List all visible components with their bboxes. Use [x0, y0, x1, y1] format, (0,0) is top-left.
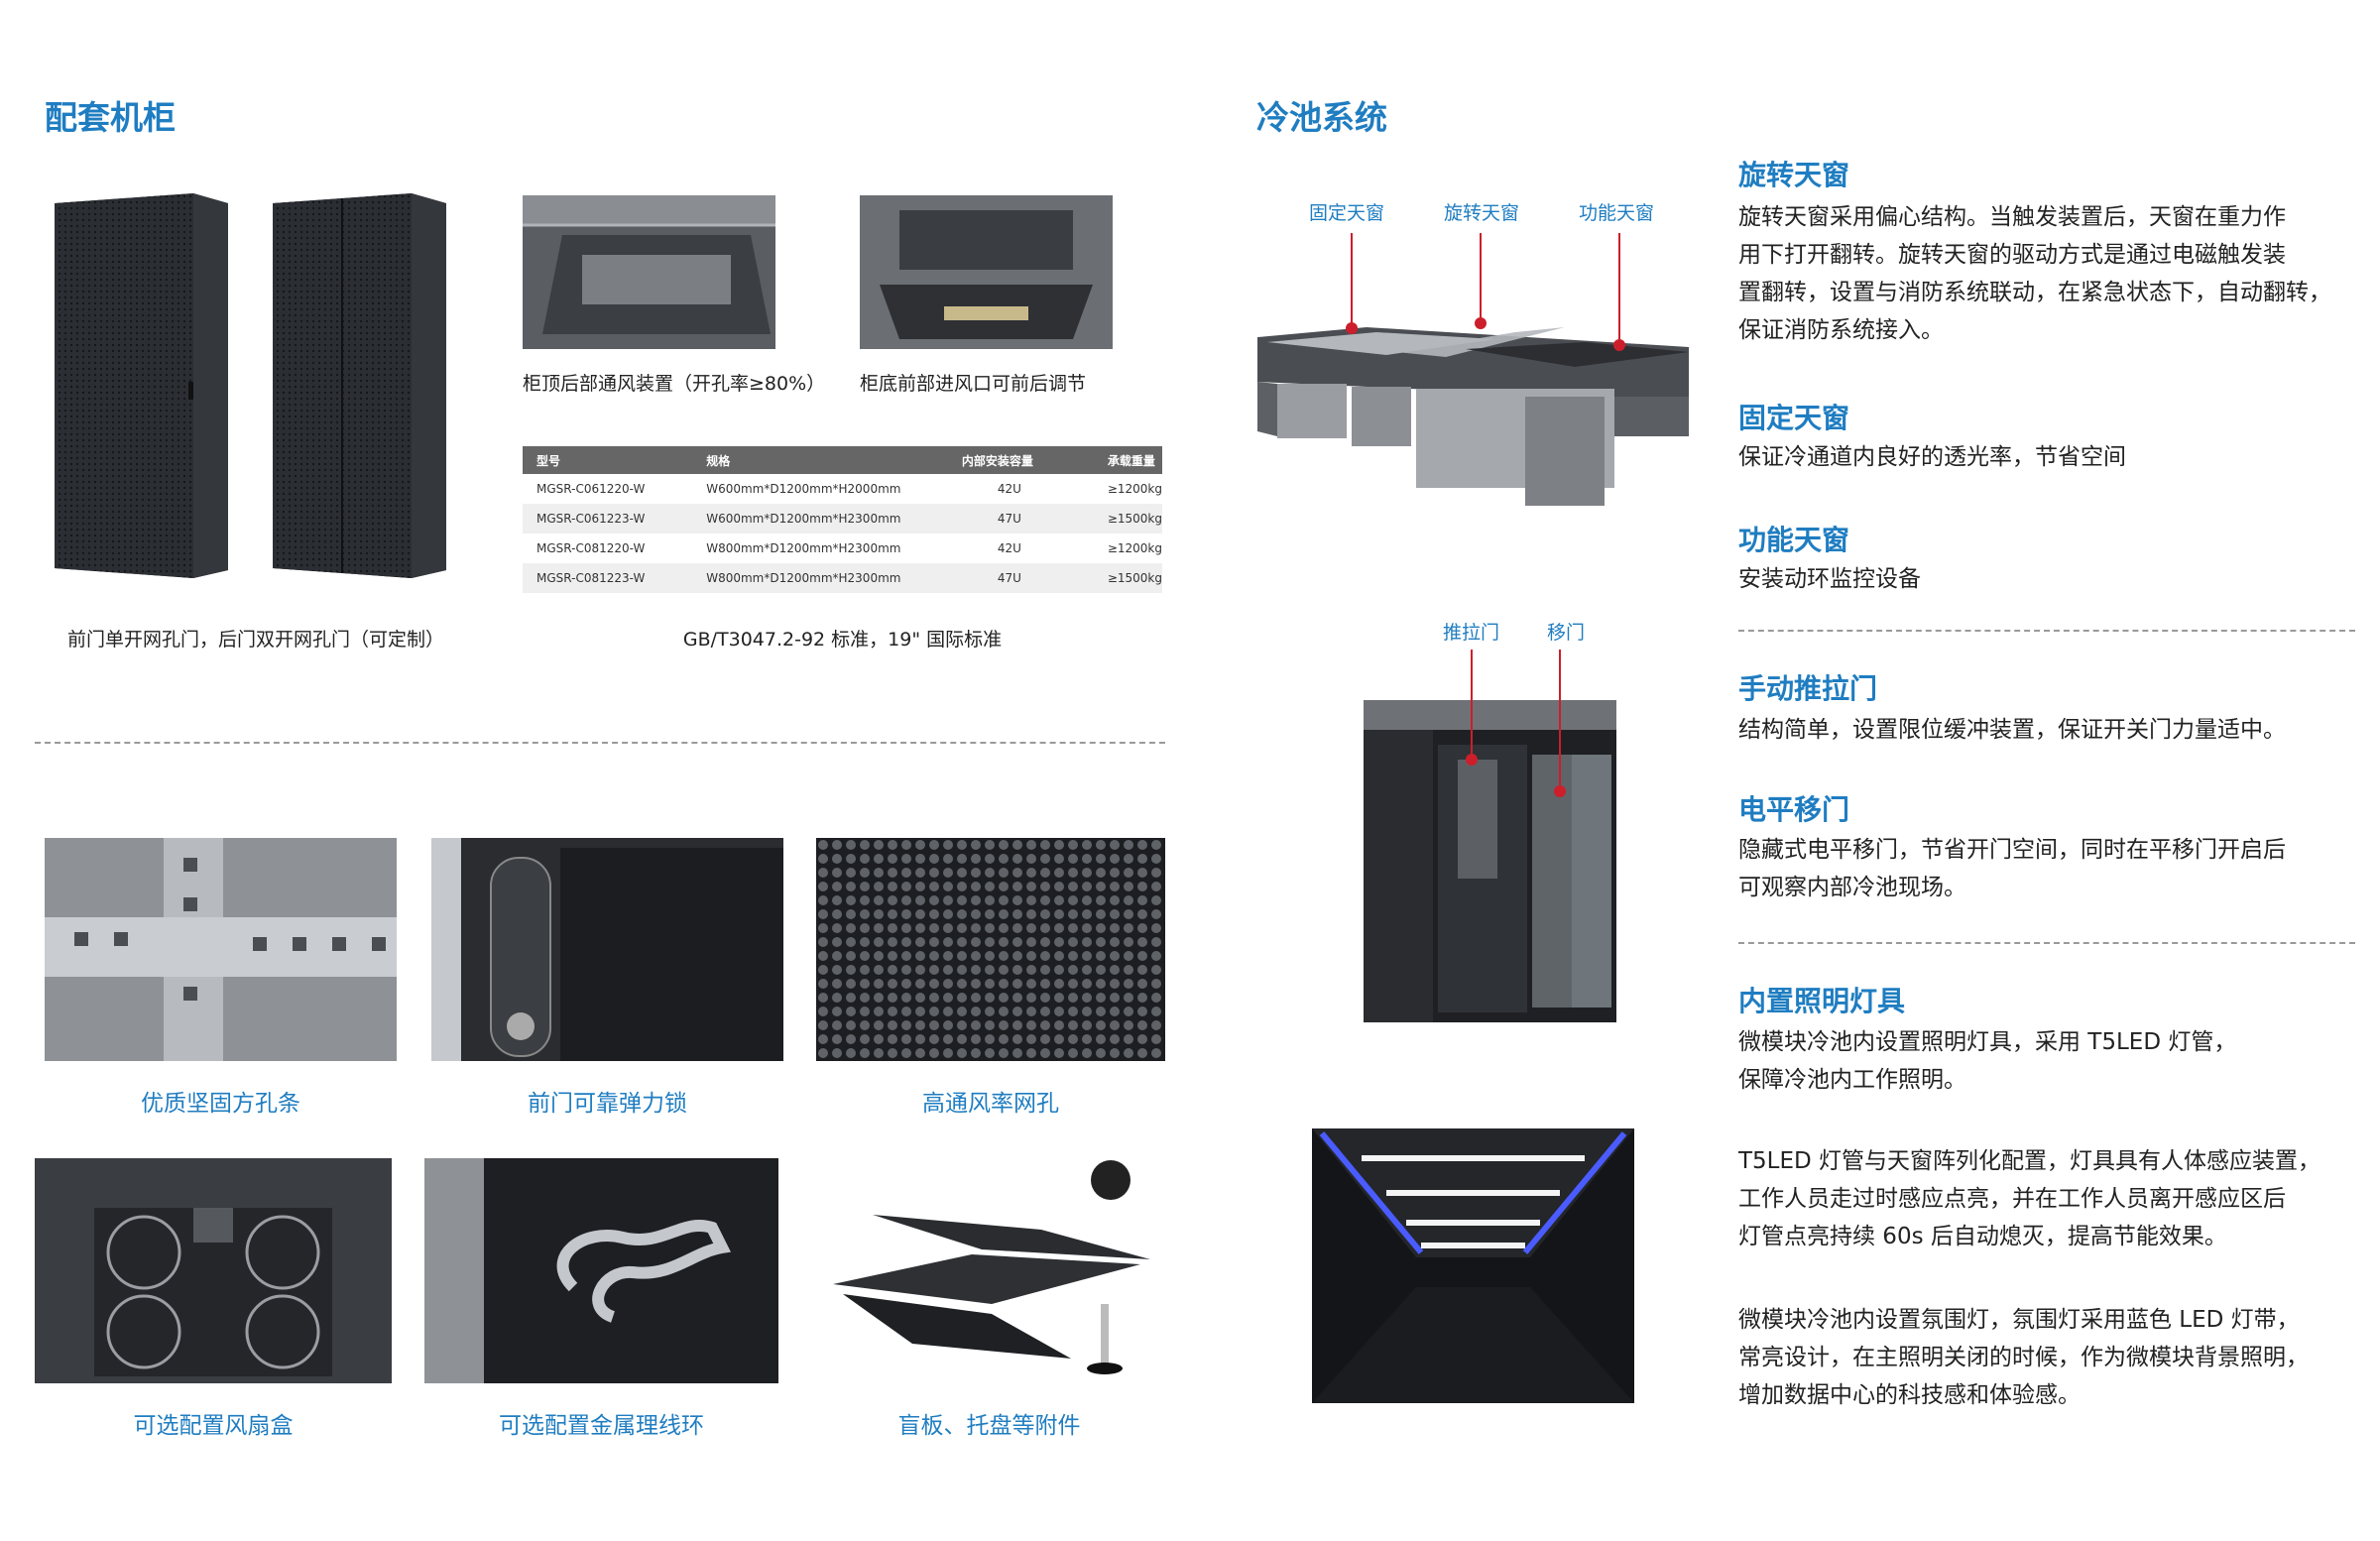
cabinet-single-door-image [45, 193, 233, 580]
section-body-push-door: 结构简单，设置限位缓冲装置，保证开关门力量适中。 [1738, 717, 2286, 743]
callout-line-rotating [1480, 233, 1482, 322]
standard-caption: GB/T3047.2-92 标准，19" 国际标准 [682, 629, 1003, 651]
cabinet-caption: 前门单开网孔门，后门双开网孔门（可定制） [67, 629, 445, 651]
skylight-diagram [1257, 288, 1694, 516]
left-divider [35, 742, 1165, 744]
callout-line-fixed [1351, 233, 1353, 327]
table-row: MGSR-C061220-W W600mm*D1200mm*H2000mm 42… [523, 474, 1162, 504]
header-spec: 规格 [692, 446, 948, 474]
cell-model: MGSR-C081223-W [523, 563, 693, 593]
cell-capacity: 42U [997, 482, 1021, 496]
accessories-photo [813, 1155, 1165, 1388]
cell-spec: W600mm*D1200mm*H2300mm [692, 504, 948, 533]
spec-table: 型号 规格 内部安装容量 承载重量 MGSR-C061220-W W600mm*… [523, 446, 1162, 593]
lighting-photo [1312, 1128, 1634, 1403]
section-body-function: 安装动环监控设备 [1738, 566, 1921, 592]
cell-model: MGSR-C081220-W [536, 541, 646, 555]
cable-ring-photo [424, 1158, 778, 1383]
top-vent-caption: 柜顶后部通风装置（开孔率≥80%） [523, 373, 826, 395]
cell-load: ≥1500kg [1093, 504, 1162, 533]
doors-photo [1364, 700, 1616, 1022]
header-load: 承载重量 [1093, 446, 1162, 474]
right-section-title: 冷池系统 [1256, 98, 1387, 137]
spec-table-header: 型号 规格 内部安装容量 承载重量 [523, 446, 1162, 474]
rail-photo [45, 838, 397, 1061]
callout-push-door: 推拉门 [1443, 622, 1500, 644]
fan-box-photo [35, 1158, 392, 1383]
header-model: 型号 [523, 446, 693, 474]
left-section-title: 配套机柜 [45, 98, 176, 137]
section-title-rotating: 旋转天窗 [1738, 159, 1850, 191]
callout-rotating-skylight: 旋转天窗 [1444, 202, 1520, 224]
lighting-paragraph-sensor: T5LED 灯管与天窗阵列化配置，灯具具有人体感应装置， 工作人员走过时感应点亮… [1738, 1148, 2321, 1249]
table-row: MGSR-C061223-W W600mm*D1200mm*H2300mm 47… [523, 504, 1162, 533]
cabinet-double-door-image [263, 193, 451, 580]
table-row: MGSR-C081223-W W800mm*D1200mm*H2300mm 47… [523, 563, 1162, 593]
feature-caption-mesh: 高通风率网孔 [922, 1091, 1059, 1117]
section-body-lighting: 微模块冷池内设置照明灯具，采用 T5LED 灯管， 保障冷池内工作照明。 [1738, 1029, 2237, 1093]
cell-capacity: 42U [997, 541, 1021, 555]
mesh-photo [816, 838, 1165, 1061]
callout-sliding-door: 移门 [1547, 622, 1586, 644]
cell-load: ≥1500kg [1093, 563, 1162, 593]
callout-dot-fixed [1346, 322, 1358, 334]
callout-dot-rotating [1475, 317, 1487, 329]
callout-function-skylight: 功能天窗 [1579, 202, 1655, 224]
callout-dot-sliding [1554, 785, 1566, 797]
cell-capacity: 47U [947, 563, 1094, 593]
feature-caption-cable: 可选配置金属理线环 [499, 1413, 704, 1439]
callout-fixed-skylight: 固定天窗 [1309, 202, 1385, 224]
lock-photo [431, 838, 783, 1061]
callout-dot-push [1466, 754, 1478, 766]
feature-caption-accessories: 盲板、托盘等附件 [897, 1413, 1081, 1439]
section-title-function: 功能天窗 [1738, 524, 1850, 556]
cell-model: MGSR-C061223-W [523, 504, 693, 533]
feature-caption-rail: 优质坚固方孔条 [141, 1091, 300, 1117]
callout-dot-function [1613, 339, 1625, 351]
section-title-push-door: 手动推拉门 [1738, 672, 1878, 705]
section-title-sliding-door: 电平移门 [1738, 793, 1850, 826]
cell-spec: W600mm*D1200mm*H2000mm [706, 482, 901, 496]
section-title-fixed: 固定天窗 [1738, 402, 1850, 434]
right-divider-1 [1738, 630, 2355, 632]
callout-line-function [1618, 233, 1620, 342]
cell-spec: W800mm*D1200mm*H2300mm [692, 563, 948, 593]
cell-spec: W800mm*D1200mm*H2300mm [706, 541, 901, 555]
bottom-inlet-caption: 柜底前部进风口可前后调节 [860, 373, 1087, 395]
feature-caption-fan: 可选配置风扇盒 [133, 1413, 294, 1439]
header-capacity: 内部安装容量 [947, 446, 1094, 474]
section-body-rotating: 旋转天窗采用偏心结构。当触发装置后，天窗在重力作 用下打开翻转。旋转天窗的驱动方… [1738, 204, 2331, 343]
bottom-inlet-photo [860, 195, 1113, 349]
cell-load: ≥1200kg [1107, 482, 1162, 496]
feature-caption-lock: 前门可靠弹力锁 [528, 1091, 687, 1117]
section-body-fixed: 保证冷通道内良好的透光率，节省空间 [1738, 444, 2126, 470]
cell-load: ≥1200kg [1107, 541, 1162, 555]
callout-line-sliding [1559, 650, 1561, 788]
section-body-sliding-door: 隐藏式电平移门，节省开门空间，同时在平移门开启后 可观察内部冷池现场。 [1738, 837, 2286, 900]
callout-line-push [1471, 650, 1473, 759]
table-row: MGSR-C081220-W W800mm*D1200mm*H2300mm 42… [523, 533, 1162, 563]
top-vent-photo [523, 195, 775, 349]
section-title-lighting: 内置照明灯具 [1738, 985, 1906, 1017]
cell-model: MGSR-C061220-W [536, 482, 646, 496]
lighting-paragraph-ambient: 微模块冷池内设置氛围灯，氛围灯采用蓝色 LED 灯带， 常亮设计，在主照明关闭的… [1738, 1307, 2309, 1408]
cell-capacity: 47U [947, 504, 1094, 533]
right-divider-2 [1738, 942, 2355, 944]
